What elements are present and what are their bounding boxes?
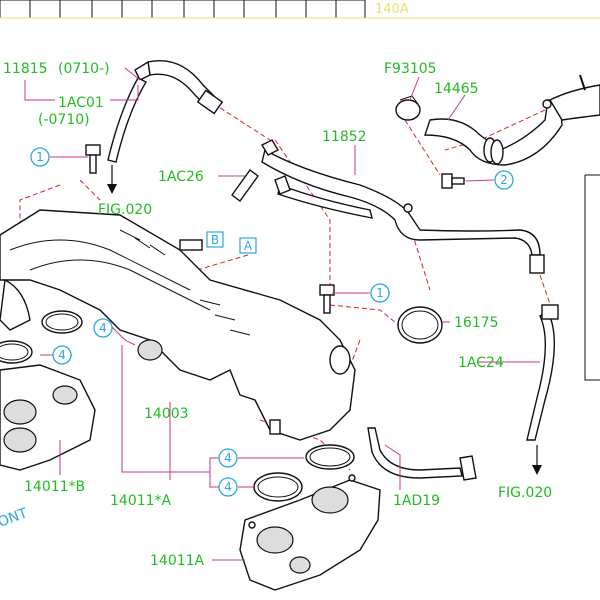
- bolt-2: [441, 173, 465, 189]
- label-14011A: 14011A: [150, 553, 205, 569]
- ref-circle-1-center: 1: [370, 283, 390, 303]
- spacer-14011A: [239, 474, 381, 591]
- clamp-F93105: [395, 95, 421, 121]
- label-11852: 11852: [322, 129, 367, 145]
- ref-box-B: B: [206, 231, 224, 248]
- leader-lines: [24, 67, 540, 561]
- bolt-1-center: [319, 284, 335, 314]
- bolt-1-upper: [85, 144, 101, 174]
- pipe-1AD19: [367, 427, 477, 481]
- hose-11815: [107, 60, 224, 194]
- ref-circle-1-upper: 1: [30, 147, 50, 167]
- gasket-4-center-upper: [305, 444, 355, 470]
- svg-text:1: 1: [376, 286, 384, 300]
- label-16175: 16175: [454, 315, 499, 331]
- gasket-4-center-lower: [253, 472, 303, 502]
- hose-1AC26: [231, 169, 259, 202]
- hose-11852: [261, 139, 545, 274]
- gasket-4-left-upper: [41, 310, 83, 334]
- label-1AC01: 1AC01: [58, 95, 104, 111]
- ref-circle-4-b: 4: [52, 345, 72, 365]
- hose-1AC24: [526, 304, 559, 475]
- label-F93105: F93105: [384, 61, 437, 77]
- label-14011B: 14011*B: [24, 479, 85, 495]
- ref-circle-4-c: 4: [218, 448, 238, 468]
- label-14003: 14003: [144, 406, 189, 422]
- ref-box-A: A: [239, 237, 257, 254]
- ref-circle-2: 2: [494, 170, 514, 190]
- header-strip: 140A: [0, 0, 600, 19]
- label-1AC26: 1AC26: [158, 169, 204, 185]
- label-14465: 14465: [434, 81, 479, 97]
- svg-text:1: 1: [36, 150, 44, 164]
- svg-text:2: 2: [500, 173, 508, 187]
- label-1AC24: 1AC24: [458, 355, 504, 371]
- gasket-4-left-lower: [0, 340, 33, 364]
- label-11815-range: (0710-): [58, 61, 110, 77]
- intake-manifold-14003: [0, 209, 356, 441]
- label-front: ONT: [0, 505, 30, 530]
- svg-text:4: 4: [99, 321, 107, 335]
- label-fig-right: FIG.020: [498, 485, 552, 501]
- svg-text:4: 4: [224, 480, 232, 494]
- spacer-14011B: [0, 364, 96, 471]
- label-1AD19: 1AD19: [393, 493, 440, 509]
- svg-text:4: 4: [224, 451, 232, 465]
- ref-circle-4-d: 4: [218, 477, 238, 497]
- svg-text:A: A: [244, 239, 253, 253]
- label-14011starA: 14011*A: [110, 493, 172, 509]
- label-fig-left: FIG.020: [98, 202, 152, 218]
- section-code: 140A: [375, 2, 409, 17]
- svg-text:B: B: [211, 233, 219, 247]
- svg-text:4: 4: [58, 348, 66, 362]
- hose-14465: [424, 74, 600, 166]
- ref-circle-4-a: 4: [93, 318, 113, 338]
- frame-bracket: [584, 174, 600, 381]
- gasket-16175: [397, 306, 443, 344]
- label-1AC01-range: (-0710): [38, 112, 90, 128]
- label-11815: 11815: [3, 61, 48, 77]
